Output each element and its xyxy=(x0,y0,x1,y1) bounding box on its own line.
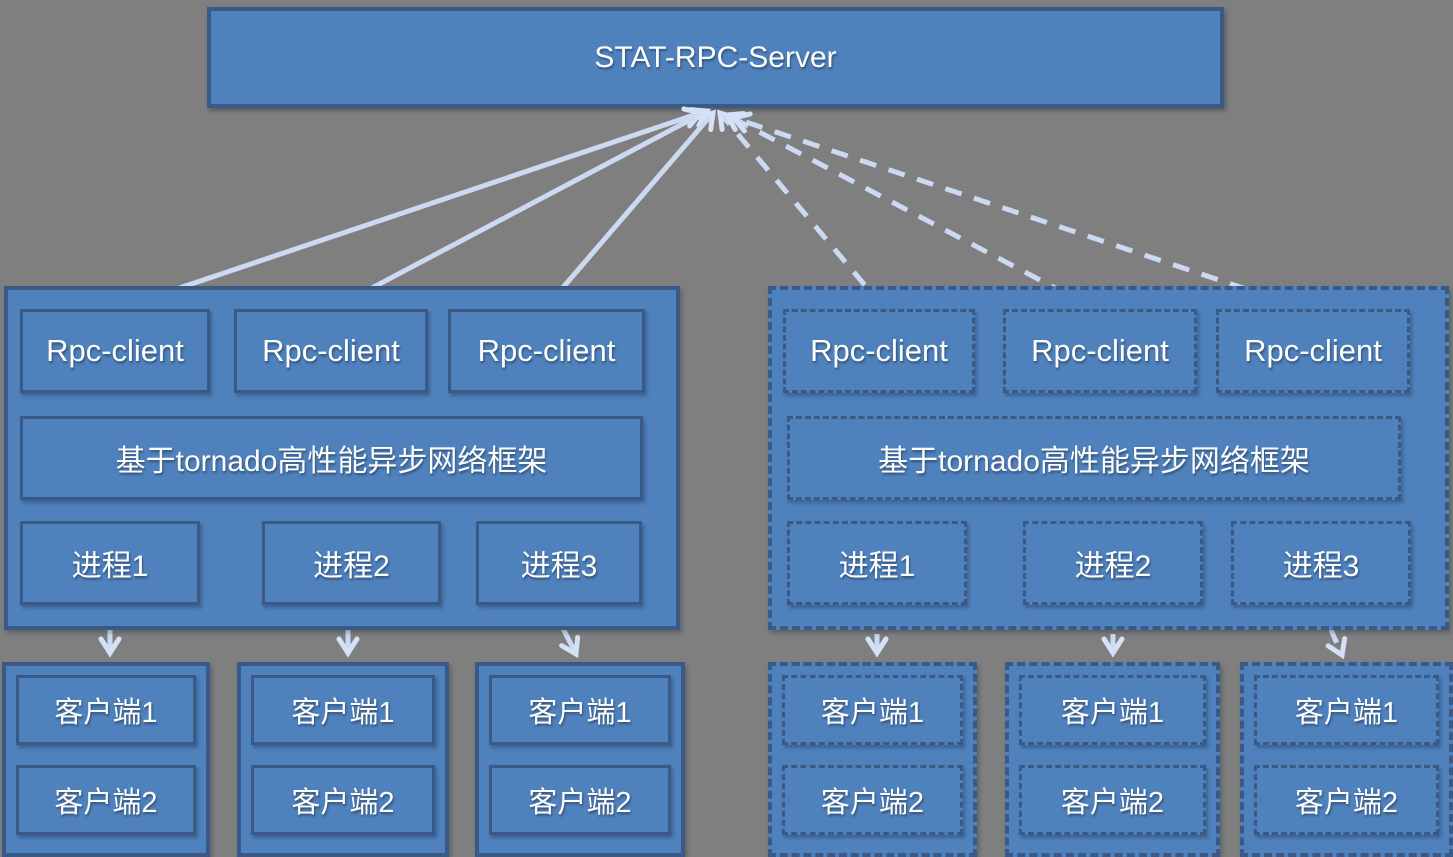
client-box: 客户端1 xyxy=(489,675,671,745)
client-column: 客户端1 客户端2 xyxy=(768,662,977,857)
client-column: 客户端1 客户端2 xyxy=(475,662,685,857)
client-column: 客户端1 客户端2 xyxy=(2,662,210,857)
client-box: 客户端1 xyxy=(1254,675,1439,745)
client-box: 客户端2 xyxy=(251,765,435,835)
arrow-solid-rpc1-to-server xyxy=(117,106,705,311)
tornado-framework-box: 基于tornado高性能异步网络框架 xyxy=(20,416,643,500)
process-box: 进程3 xyxy=(1231,521,1411,605)
client-box: 客户端2 xyxy=(782,765,963,835)
cluster-solid: Rpc-client Rpc-client Rpc-client 基于torna… xyxy=(4,286,680,630)
client-box: 客户端2 xyxy=(1019,765,1206,835)
cluster-dashed: Rpc-client Rpc-client Rpc-client 基于torna… xyxy=(768,286,1449,630)
process-box: 进程1 xyxy=(787,521,967,605)
client-box: 客户端1 xyxy=(16,675,196,745)
client-box: 客户端2 xyxy=(16,765,196,835)
process-box: 进程1 xyxy=(20,521,200,605)
client-column: 客户端1 客户端2 xyxy=(1240,662,1453,857)
client-column: 客户端1 客户端2 xyxy=(1005,662,1220,857)
client-box: 客户端2 xyxy=(489,765,671,835)
rpc-client-box: Rpc-client xyxy=(20,309,210,393)
arrow-solid-rpc2-to-server xyxy=(331,107,712,311)
server-label: STAT-RPC-Server xyxy=(594,40,837,74)
client-box: 客户端1 xyxy=(782,675,963,745)
rpc-client-box: Rpc-client xyxy=(783,309,975,393)
arrow-dashed-rpc3-to-server xyxy=(729,111,1304,311)
arrow-dashed-rpc2-to-server xyxy=(722,111,1095,311)
client-column: 客户端1 客户端2 xyxy=(237,662,449,857)
process-box: 进程3 xyxy=(476,521,642,605)
process-box: 进程2 xyxy=(262,521,441,605)
tornado-framework-box: 基于tornado高性能异步网络框架 xyxy=(787,416,1401,500)
rpc-client-box: Rpc-client xyxy=(234,309,428,393)
client-box: 客户端1 xyxy=(251,675,435,745)
arrow-solid-rpc3-to-server xyxy=(544,109,717,309)
client-box: 客户端1 xyxy=(1019,675,1206,745)
client-box: 客户端2 xyxy=(1254,765,1439,835)
rpc-client-box: Rpc-client xyxy=(1003,309,1197,393)
rpc-client-box: Rpc-client xyxy=(448,309,645,393)
arrow-dashed-rpc1-to-server xyxy=(717,109,886,310)
server-box: STAT-RPC-Server xyxy=(207,7,1224,108)
process-box: 进程2 xyxy=(1023,521,1203,605)
rpc-client-box: Rpc-client xyxy=(1216,309,1410,393)
